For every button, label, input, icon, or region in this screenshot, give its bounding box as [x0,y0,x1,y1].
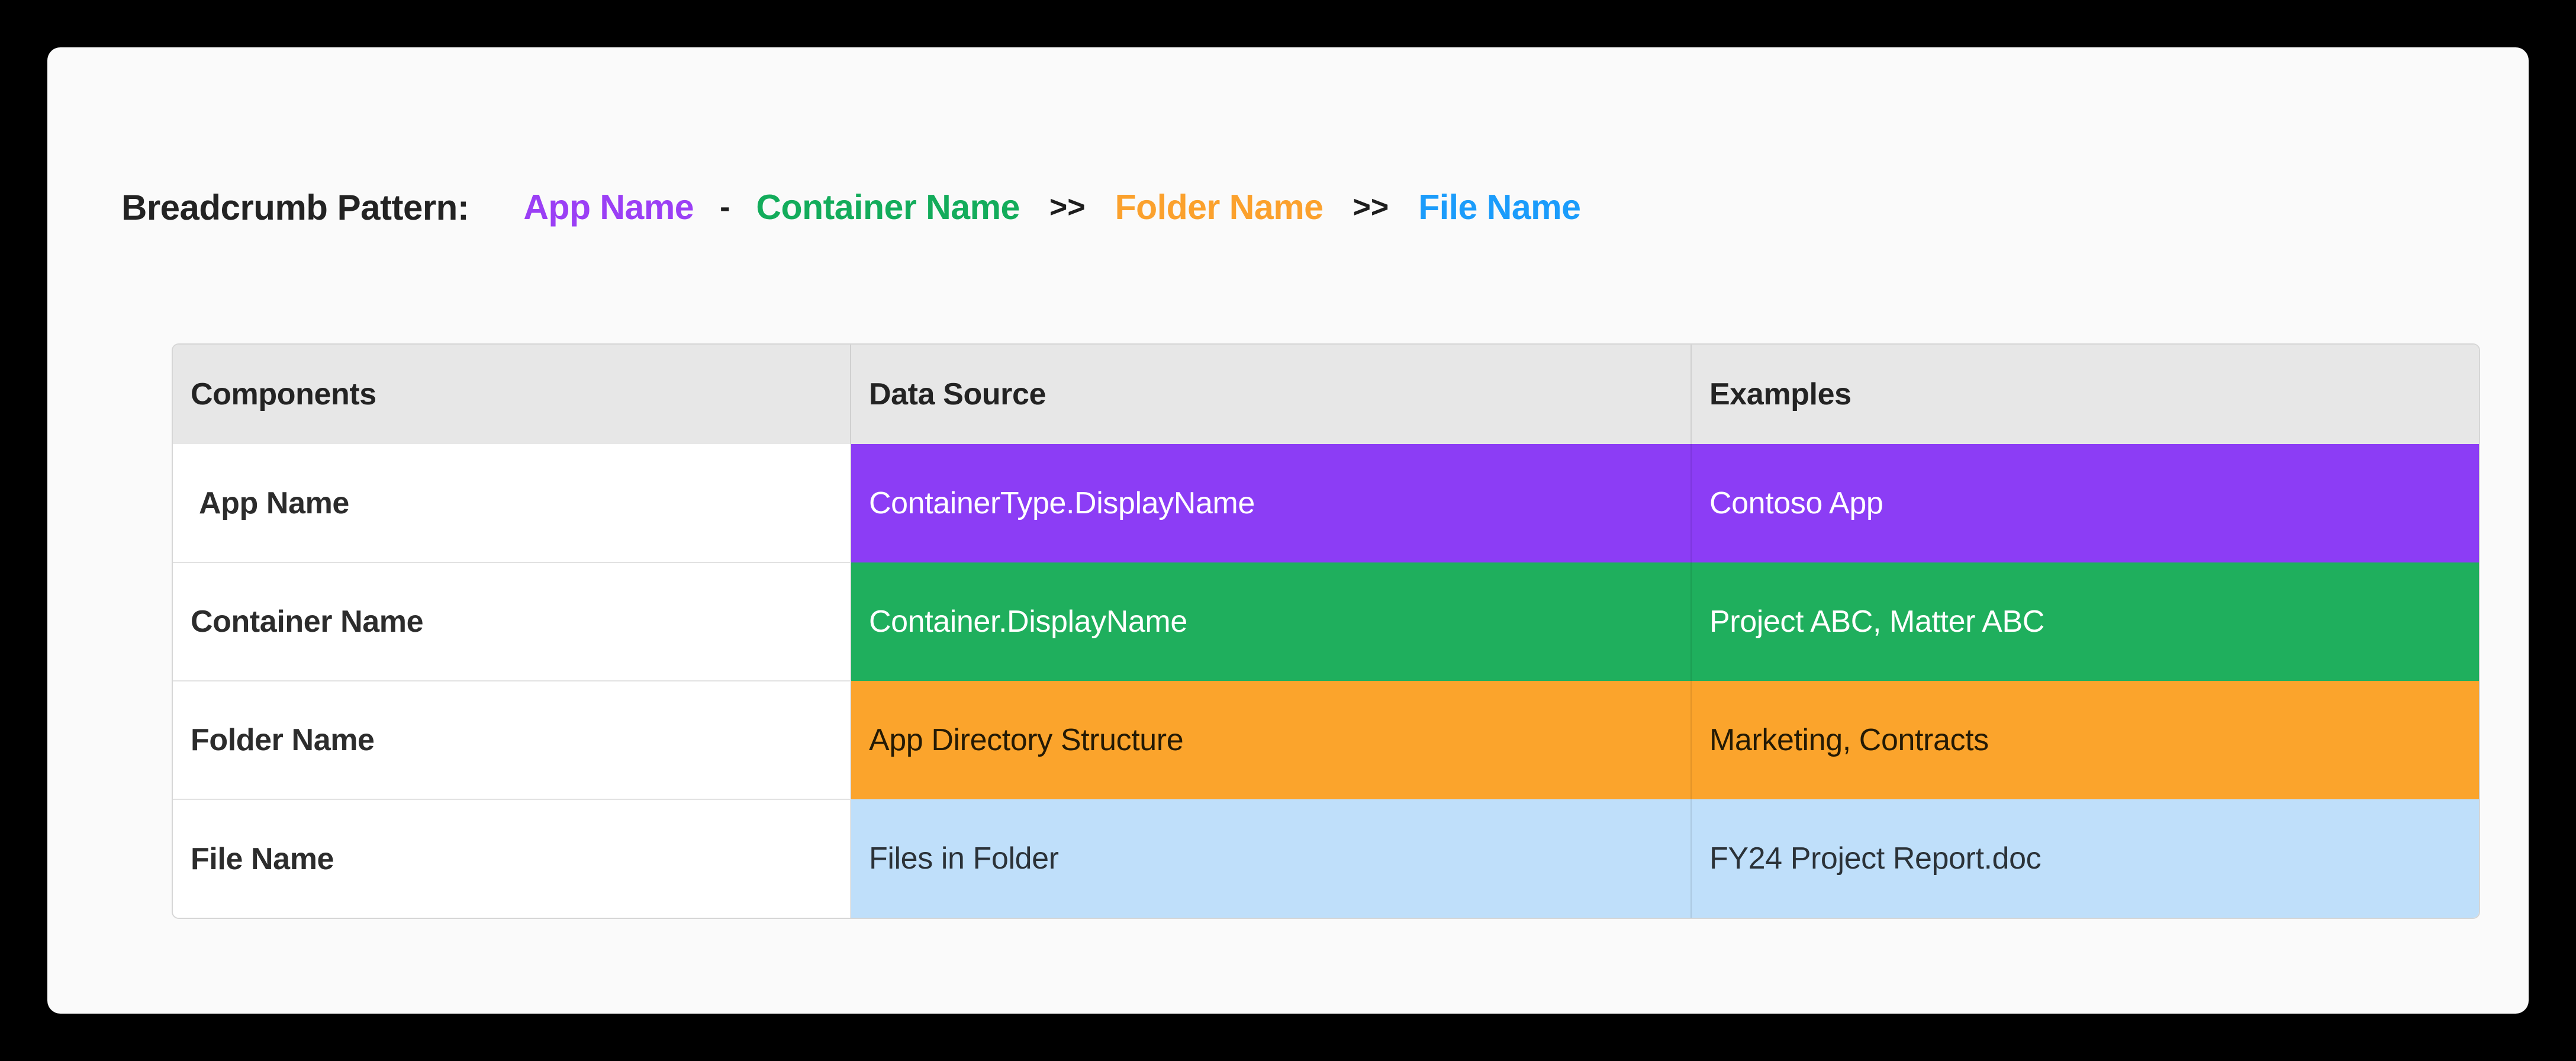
column-header-data-source: Data Source [851,345,1692,444]
table-row: App Name ContainerType.DisplayName Conto… [173,444,2479,563]
breadcrumb-item-app-name[interactable]: App Name [523,188,694,227]
cell-component-app-name: App Name [173,444,851,563]
column-header-components: Components [173,345,851,444]
cell-component-file-name: File Name [173,799,851,918]
components-table: Components Data Source Examples App Name… [173,345,2479,918]
cell-example-folder-name: Marketing, Contracts [1691,681,2479,799]
breadcrumb-separator-chevron-1: >> [1049,190,1086,224]
content-card: Breadcrumb Pattern: App Name - Container… [47,47,2529,1014]
breadcrumb-item-container-name[interactable]: Container Name [756,188,1020,227]
breadcrumb-separator-chevron-2: >> [1353,190,1389,224]
table-row: Container Name Container.DisplayName Pro… [173,562,2479,681]
cell-data-source-folder-name: App Directory Structure [851,681,1692,799]
cell-component-folder-name: Folder Name [173,681,851,800]
breadcrumb-components-table: Components Data Source Examples App Name… [172,343,2480,919]
cell-example-container-name: Project ABC, Matter ABC [1691,562,2479,681]
cell-data-source-file-name: Files in Folder [851,799,1692,918]
cell-example-file-name: FY24 Project Report.doc [1691,799,2479,918]
cell-data-source-app-name: ContainerType.DisplayName [851,444,1692,562]
breadcrumb-separator-dash: - [720,190,730,224]
table-row: File Name Files in Folder FY24 Project R… [173,799,2479,918]
table-row: Folder Name App Directory Structure Mark… [173,681,2479,800]
cell-data-source-container-name: Container.DisplayName [851,562,1692,681]
column-header-examples: Examples [1691,345,2479,444]
table-header-row: Components Data Source Examples [173,345,2479,444]
table-body: App Name ContainerType.DisplayName Conto… [173,444,2479,918]
breadcrumb-item-file-name[interactable]: File Name [1418,188,1581,227]
cell-example-app-name: Contoso App [1691,444,2479,562]
cell-component-container-name: Container Name [173,562,851,681]
breadcrumb-item-folder-name[interactable]: Folder Name [1115,188,1324,227]
table-header: Components Data Source Examples [173,345,2479,444]
breadcrumb: App Name - Container Name >> Folder Name… [523,187,1581,227]
breadcrumb-pattern-label: Breadcrumb Pattern: [121,187,469,227]
breadcrumb-pattern-row: Breadcrumb Pattern: App Name - Container… [121,178,1581,237]
